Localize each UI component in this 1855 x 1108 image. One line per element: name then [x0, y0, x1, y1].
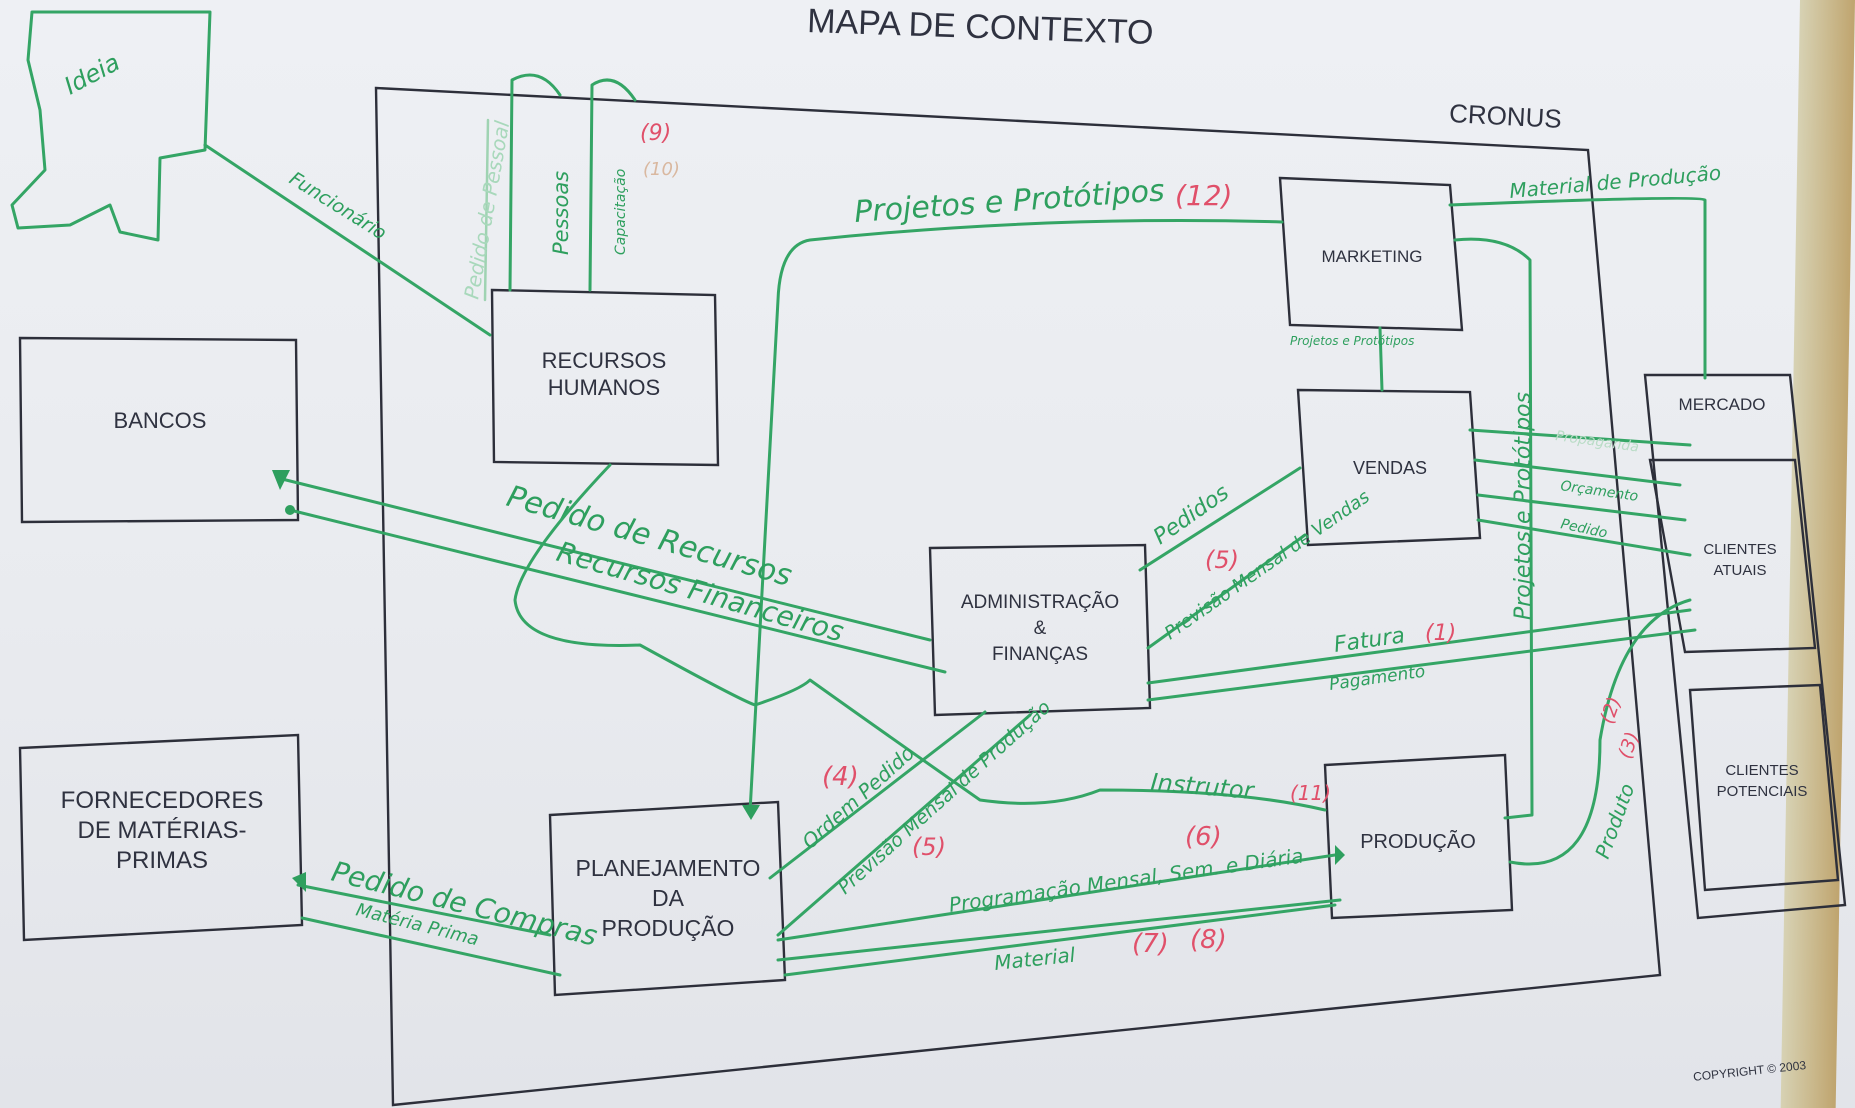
adm-line-3: FINANÇAS: [992, 644, 1088, 665]
entity-fornecedores: FORNECEDORES DE MATÉRIAS- PRIMAS: [18, 733, 304, 942]
clientes-potenciais-box: [1688, 683, 1840, 892]
idea-sketch: [10, 10, 212, 242]
planejamento-line-1: PLANEJAMENTO: [576, 855, 761, 881]
system-boundary: [374, 86, 1662, 1107]
label-instrutor: Instrutor: [1149, 768, 1256, 805]
flow-material-divulgacao: [1448, 196, 1707, 380]
label-n5b: (5): [912, 833, 946, 861]
entity-planejamento: PLANEJAMENTO DA PRODUÇÃO: [548, 800, 787, 997]
flow-vendas-cliente-1: [1468, 428, 1692, 447]
label-n2: (2): [1596, 694, 1626, 727]
diagram-title: MAPA DE CONTEXTO: [807, 2, 1154, 52]
flow-pedido-compras: [296, 883, 552, 937]
clientes-atuais-line-2: ATUAIS: [1713, 562, 1766, 579]
producao-label: PRODUÇÃO: [1360, 829, 1476, 853]
entity-marketing: MARKETING: [1278, 176, 1464, 332]
idea-label: Ideia: [60, 48, 125, 100]
flow-material: [783, 903, 1337, 977]
label-projetos-vertical: Projetos e Protótipos: [1511, 392, 1536, 620]
fornecedores-line-2: DE MATÉRIAS-: [78, 817, 247, 844]
entity-recursos-humanos: RECURSOS HUMANOS: [490, 288, 720, 467]
entity-vendas: VENDAS: [1296, 388, 1482, 547]
entity-bancos: BANCOS: [18, 336, 300, 524]
flow-produto: [1508, 598, 1692, 866]
label-n8: (8): [1190, 925, 1227, 955]
label-pedido-pessoal: Pedido de Pessoal: [459, 118, 514, 300]
flow-projetos-vertical: [1453, 237, 1534, 820]
label-n6: (6): [1185, 822, 1222, 852]
entity-administracao: ADMINISTRAÇÃO & FINANÇAS: [928, 543, 1152, 717]
fornecedores-line-1: FORNECEDORES: [61, 787, 264, 814]
flow-materia-prima: [300, 916, 562, 977]
flow-capacitacao: [588, 78, 637, 292]
label-programacao: Programação Mensal, Sem. e Diária: [947, 843, 1304, 917]
flow-pedido-pessoal: [483, 118, 490, 302]
mercado-label: MERCADO: [1679, 395, 1766, 414]
flow-fatura: [1146, 608, 1692, 685]
marketing-label: MARKETING: [1321, 247, 1422, 266]
vendas-label: VENDAS: [1353, 458, 1427, 478]
clientes-potenciais-line-1: CLIENTES: [1725, 762, 1798, 779]
copyright: COPYRIGHT © 2003: [1692, 1058, 1806, 1084]
label-n9: (9): [640, 121, 671, 146]
rh-line-1: RECURSOS: [542, 348, 667, 373]
adm-line-2: &: [1034, 618, 1047, 639]
label-pedidos: Pedidos: [1149, 480, 1234, 550]
flow-previsao-vendas: [1146, 533, 1307, 650]
label-fatura: Fatura: [1332, 623, 1406, 658]
rh-line-2: HUMANOS: [548, 375, 660, 400]
flow-pedido-recursos: [276, 476, 932, 642]
flow-programacao: [776, 853, 1337, 942]
flow-previsao-producao: [776, 713, 1032, 937]
label-pagamento: Pagamento: [1328, 662, 1427, 695]
label-n12: (12): [1175, 179, 1232, 212]
label-propaganda: Propaganda: [1554, 428, 1639, 456]
flow-vendas-cliente-4: [1476, 518, 1692, 557]
planejamento-line-3: PRODUÇÃO: [602, 915, 735, 941]
flow-marketing-vendas: [1378, 326, 1384, 392]
label-material-divulgacao: Material de Produção: [1508, 161, 1722, 203]
flow-material-return: [776, 898, 1342, 962]
flow-vendas-cliente-2: [1473, 458, 1682, 487]
label-produto: Produto: [1590, 780, 1639, 861]
flow-pessoas: [508, 73, 562, 292]
flow-rh-loop: [513, 463, 1327, 812]
flow-pedidos: [1138, 466, 1302, 572]
label-n4: (4): [822, 762, 859, 792]
label-projetos-small: Projetos e Protótipos: [1290, 334, 1414, 348]
adm-line-1: ADMINISTRAÇÃO: [961, 591, 1119, 613]
flow-vendas-cliente-3: [1476, 493, 1687, 522]
label-n11: (11): [1290, 781, 1331, 805]
entity-mercado: MERCADO CLIENTES ATUAIS CLIENTES POTENCI…: [1643, 373, 1847, 920]
label-pessoas: Pessoas: [549, 171, 573, 255]
planejamento-line-2: DA: [652, 885, 685, 911]
bancos-label: BANCOS: [114, 408, 207, 433]
flow-projetos-prototipos: [748, 218, 1284, 814]
flow-pagamento: [1146, 628, 1697, 702]
clientes-atuais-box: [1648, 458, 1817, 654]
clientes-atuais-line-1: CLIENTES: [1703, 541, 1776, 558]
system-name: CRONUS: [1448, 98, 1562, 134]
fornecedores-line-3: PRIMAS: [116, 847, 208, 874]
flow-recursos-financeiros: [288, 508, 947, 674]
label-n5a: (5): [1205, 546, 1239, 574]
flow-ordem-pedido: [768, 710, 987, 880]
label-n7: (7): [1132, 929, 1169, 959]
clientes-potenciais-line-2: POTENCIAIS: [1717, 783, 1808, 800]
label-n10: (10): [643, 159, 680, 180]
label-n1: (1): [1425, 621, 1456, 646]
label-orcamento: Orçamento: [1559, 478, 1639, 505]
flow-funcionario: [203, 143, 492, 337]
entity-producao: PRODUÇÃO: [1323, 753, 1514, 920]
label-capacitacao: Capacitação: [613, 169, 629, 255]
